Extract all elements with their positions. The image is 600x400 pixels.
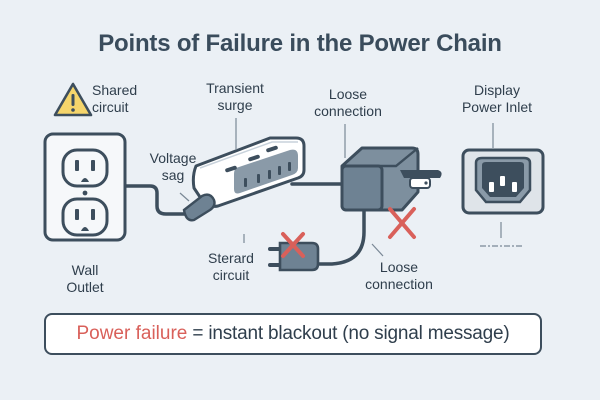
leader-lines [179, 118, 522, 257]
label-loose-connection-top: Loose connection [314, 86, 382, 119]
label-transient-surge: Transient surge [206, 80, 264, 113]
summary-banner: Power failure = instant blackout (no sig… [44, 313, 542, 355]
power-strip-icon [182, 136, 306, 222]
failure-x-icon [388, 207, 416, 239]
wall-outlet-icon [43, 132, 127, 242]
strip-input-plug [182, 193, 216, 222]
label-loose-connection-bottom: Loose connection [365, 259, 433, 292]
label-sterard-circuit: Sterard circuit [208, 250, 254, 283]
diagram-title: Points of Failure in the Power Chain [98, 30, 502, 57]
label-voltage-sag: Voltage sag [149, 150, 197, 183]
label-display-power-inlet: Display Power Inlet [461, 82, 533, 115]
banner-highlight: Power failure [76, 323, 188, 344]
warning-icon [53, 82, 93, 117]
failure-x-icon [281, 232, 305, 258]
iec-inlet-icon [461, 148, 545, 215]
power-adapter-icon [340, 146, 442, 212]
cable-adapter-to-plug [316, 208, 366, 266]
banner-text: = instant blackout (no signal message) [192, 323, 510, 344]
label-wall-outlet: Wall Outlet [66, 262, 104, 295]
label-shared-circuit: Shared circuit [92, 82, 138, 115]
